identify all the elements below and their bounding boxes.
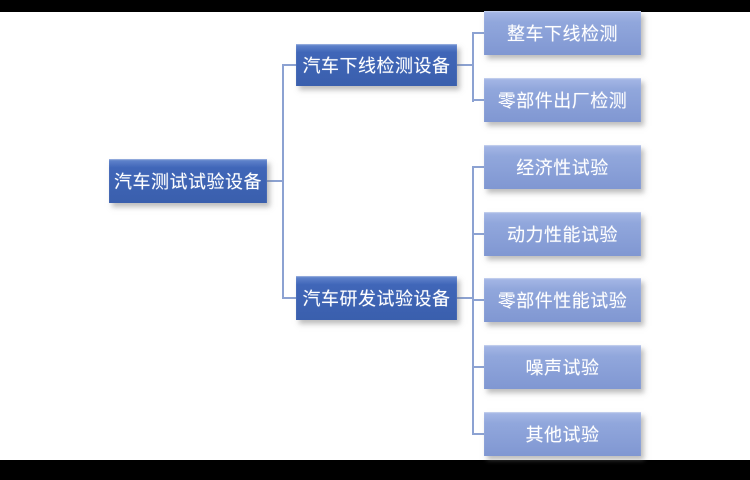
- connector-line: [267, 180, 283, 182]
- node-branch-label: 汽车下线检测设备: [302, 56, 451, 76]
- connector-line: [282, 64, 284, 299]
- connector-line: [474, 32, 484, 34]
- connector-line: [474, 299, 484, 301]
- connector-line: [474, 433, 484, 435]
- letterbox-bottom-bar: [0, 460, 750, 480]
- connector-line: [472, 166, 474, 435]
- connector-line: [457, 64, 473, 66]
- connector-line: [457, 297, 473, 299]
- node-leaf-label: 整车下线检测: [507, 24, 618, 44]
- connector-line: [284, 297, 296, 299]
- node-leaf-label: 其他试验: [525, 425, 600, 445]
- node-leaf-label: 动力性能试验: [507, 225, 618, 245]
- node-leaf-label: 经济性试验: [516, 158, 609, 178]
- node-leaf-vehicle-offline-check: 整车下线检测: [484, 11, 641, 55]
- connector-line: [474, 366, 484, 368]
- node-leaf-other-test: 其他试验: [484, 412, 641, 456]
- node-leaf-parts-performance-test: 零部件性能试验: [484, 278, 641, 322]
- node-leaf-label: 噪声试验: [525, 358, 600, 378]
- node-leaf-noise-test: 噪声试验: [484, 345, 641, 389]
- connector-line: [474, 233, 484, 235]
- node-root: 汽车测试试验设备: [109, 159, 267, 203]
- node-branch-offline-detection: 汽车下线检测设备: [296, 44, 457, 86]
- node-leaf-label: 零部件性能试验: [497, 291, 628, 311]
- connector-line: [284, 64, 296, 66]
- node-leaf-power-performance-test: 动力性能试验: [484, 212, 641, 256]
- connector-line: [474, 166, 484, 168]
- node-branch-rd-test: 汽车研发试验设备: [296, 276, 457, 320]
- node-leaf-label: 零部件出厂检测: [497, 91, 628, 111]
- node-leaf-parts-factory-check: 零部件出厂检测: [484, 78, 641, 122]
- connector-line: [474, 99, 484, 101]
- node-root-label: 汽车测试试验设备: [114, 172, 262, 192]
- node-leaf-economy-test: 经济性试验: [484, 145, 641, 189]
- letterbox-top-bar: [0, 0, 750, 12]
- connector-line: [472, 32, 474, 102]
- node-branch-label: 汽车研发试验设备: [302, 289, 451, 309]
